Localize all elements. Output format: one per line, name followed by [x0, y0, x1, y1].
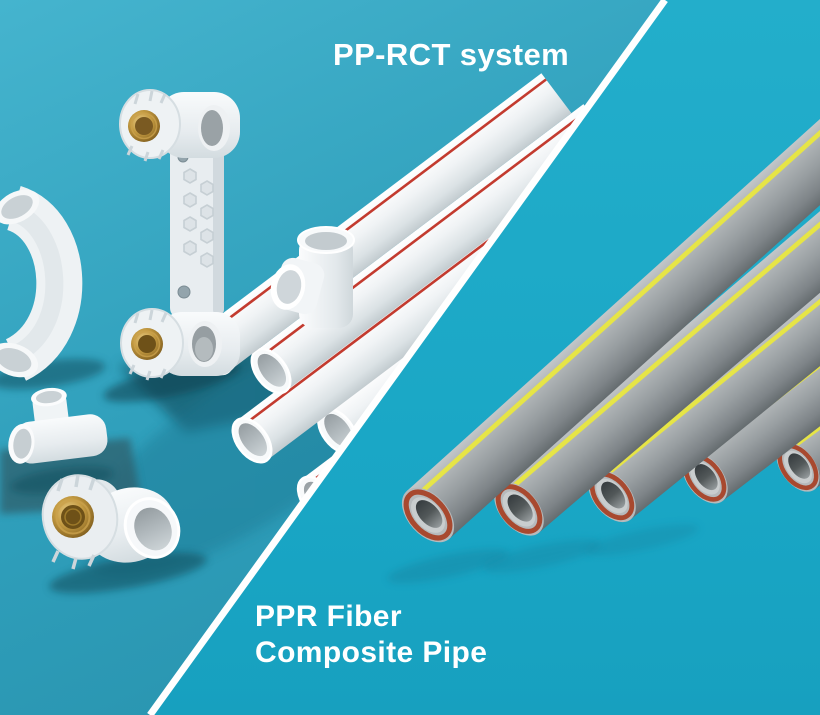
- ppr-fiber-composite-caption: PPR Fiber Composite Pipe: [255, 599, 487, 671]
- pp-rct-system-caption: PP-RCT system: [333, 37, 570, 72]
- fiber-ring: [403, 489, 453, 541]
- pipe-shadow: [483, 539, 601, 573]
- shadow: [49, 552, 207, 594]
- diagonal-divider: [147, 0, 668, 715]
- wall-plate-elbow-fitting: [119, 89, 240, 381]
- screw-hole: [177, 285, 191, 299]
- caption-line-1: PPR Fiber: [255, 600, 402, 633]
- tee-fitting: [270, 226, 355, 328]
- bypass-bend-fitting: [0, 186, 83, 381]
- composite-pipe: [494, 69, 820, 536]
- pipe-shadow: [387, 549, 509, 583]
- caption-line-2: Composite Pipe: [255, 636, 488, 669]
- yellow-stripe: [505, 75, 820, 494]
- tee-fitting-small: [8, 387, 108, 464]
- yellow-stripe: [413, 68, 820, 500]
- pipe-shadow: [585, 524, 699, 556]
- composite-pipe: [401, 62, 820, 543]
- elbow-union-fitting: [41, 474, 181, 570]
- shadow: [0, 358, 106, 390]
- yellow-stripe: [599, 75, 820, 481]
